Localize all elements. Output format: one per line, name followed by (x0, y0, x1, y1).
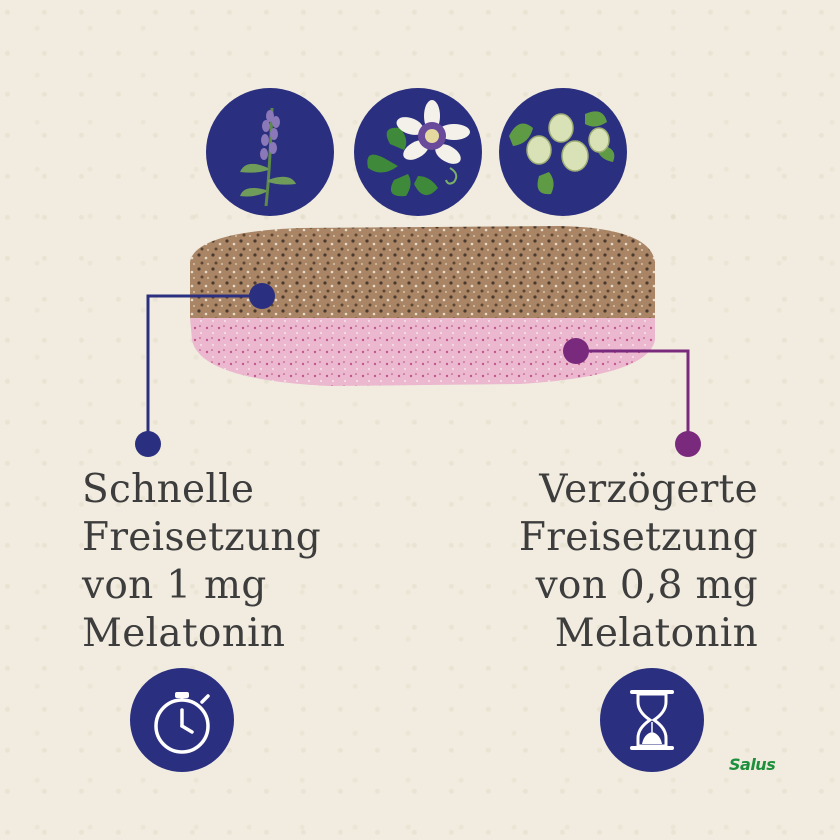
delayed-release-line-1: Verzögerte (539, 467, 758, 512)
fast-release-line-2: Freisetzung (82, 515, 322, 560)
fast-release-line-4: Melatonin (82, 611, 286, 656)
fast-release-label: Schnelle Freisetzung von 1 mg Melatonin (82, 466, 321, 658)
hourglass-icon (600, 668, 704, 772)
brand-logo: Salus (729, 755, 776, 774)
fast-release-line-3: von 1 mg (82, 563, 267, 608)
passion-flower-icon (354, 88, 482, 216)
delayed-release-line-4: Melatonin (554, 611, 758, 656)
stopwatch-icon (130, 668, 234, 772)
delayed-release-label: Verzögerte Freisetzung von 0,8 mg Melato… (519, 466, 758, 658)
lavender-icon (206, 88, 334, 216)
hops-icon (499, 88, 627, 216)
tablet-image (190, 226, 655, 386)
delayed-release-line-3: von 0,8 mg (535, 563, 758, 608)
delayed-release-line-2: Freisetzung (518, 515, 758, 560)
fast-release-line-1: Schnelle (82, 467, 255, 512)
